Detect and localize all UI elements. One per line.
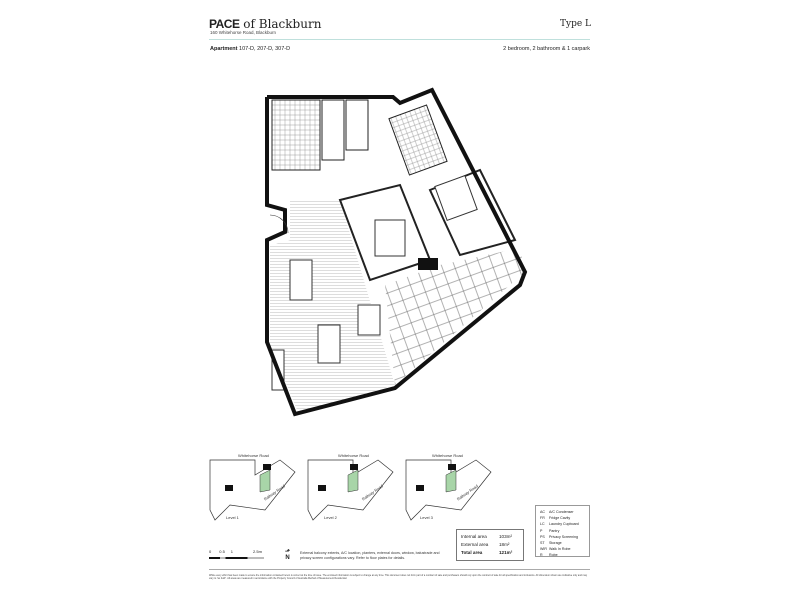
bedroom-2	[428, 168, 517, 257]
key-plans	[209, 459, 492, 521]
north-arrow-icon: ⬏	[285, 549, 291, 555]
configuration: 2 bedroom, 2 bathroom & 1 carpark	[503, 46, 590, 52]
floor-plan	[265, 87, 528, 417]
header-divider	[209, 39, 590, 40]
level-label: Level 2	[324, 515, 337, 520]
level-label: Level 1	[226, 515, 239, 520]
keyplan-level-2	[307, 459, 394, 521]
balcony	[385, 248, 525, 385]
exterior-walls	[265, 87, 528, 417]
road-label-2: Whitehorse Road	[338, 453, 369, 458]
north-arrow: ⬏N	[285, 549, 291, 561]
footer-divider	[209, 569, 590, 570]
road-label-3: Whitehorse Road	[432, 453, 463, 458]
disclaimer: While every effort has been made to ensu…	[209, 574, 588, 581]
bathroom-1	[271, 99, 321, 171]
apartment-type: Type L	[559, 19, 591, 29]
brand-logo: PACE of Blackburn	[209, 17, 322, 31]
keyplan-level-3	[405, 459, 492, 521]
address: 160 Whitehorse Road, Blackburn	[210, 30, 277, 35]
road-label-1: Whitehorse Road	[238, 453, 269, 458]
sofa	[317, 324, 341, 364]
balcony-note: External balcony extents, A/C location, …	[300, 551, 440, 560]
bed-2	[434, 174, 478, 222]
keyplan-level-1	[209, 459, 296, 521]
level-label: Level 3	[420, 515, 433, 520]
bed-1	[374, 219, 406, 257]
apartment-numbers: Apartment 107-D, 207-D, 307-D	[210, 46, 291, 52]
living-floor	[270, 200, 395, 412]
dining-table	[357, 304, 381, 336]
kitchen-island	[289, 259, 313, 301]
bathroom-2	[388, 104, 448, 176]
